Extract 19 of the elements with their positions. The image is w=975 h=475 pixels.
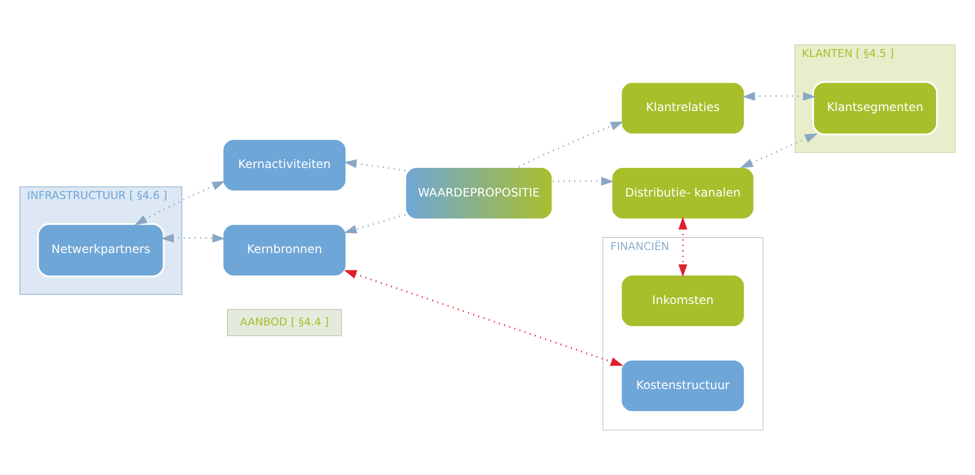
node-box: Klantrelaties (620, 81, 746, 136)
arrow (344, 214, 406, 234)
node-box: Inkomsten (620, 274, 746, 328)
arrow (344, 270, 624, 366)
arrow (518, 122, 624, 168)
node-box: Netwerkpartners (37, 223, 165, 278)
node-box: Distributie- kanalen (610, 166, 756, 220)
node-box: Kernactiviteiten (222, 138, 348, 192)
node-box: AANBOD [ §4.4 ] (227, 308, 342, 336)
arrow (134, 181, 225, 226)
arrow (344, 159, 406, 172)
node-box: Kostenstructuur (620, 358, 746, 413)
node-box: Klantsegmenten (812, 81, 938, 136)
arrow (552, 176, 614, 186)
arrow (742, 92, 816, 101)
arrow (678, 216, 688, 278)
arrow (161, 234, 226, 243)
arrow (740, 133, 818, 168)
node-box: Kernbronnen (222, 223, 348, 278)
